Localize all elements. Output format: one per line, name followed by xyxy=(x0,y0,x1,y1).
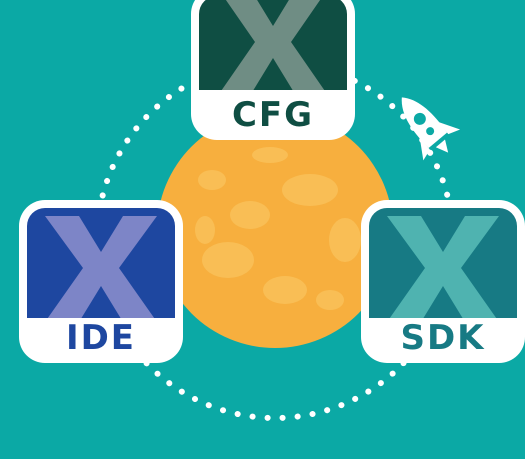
sdk-tile xyxy=(369,208,517,318)
ide-tile xyxy=(27,208,175,318)
cfg-label: CFG xyxy=(231,95,315,135)
x-logo-icon xyxy=(27,208,175,318)
ide-card: IDE xyxy=(19,200,183,363)
sdk-card: SDK xyxy=(361,200,525,363)
cfg-card: CFG xyxy=(191,0,355,140)
sdk-label: SDK xyxy=(400,318,486,358)
x-logo-icon xyxy=(199,0,347,90)
ide-label: IDE xyxy=(65,318,137,358)
cfg-tile xyxy=(199,0,347,90)
planet-icon xyxy=(157,112,393,348)
rocket-icon xyxy=(401,97,461,161)
x-logo-icon xyxy=(369,208,517,318)
